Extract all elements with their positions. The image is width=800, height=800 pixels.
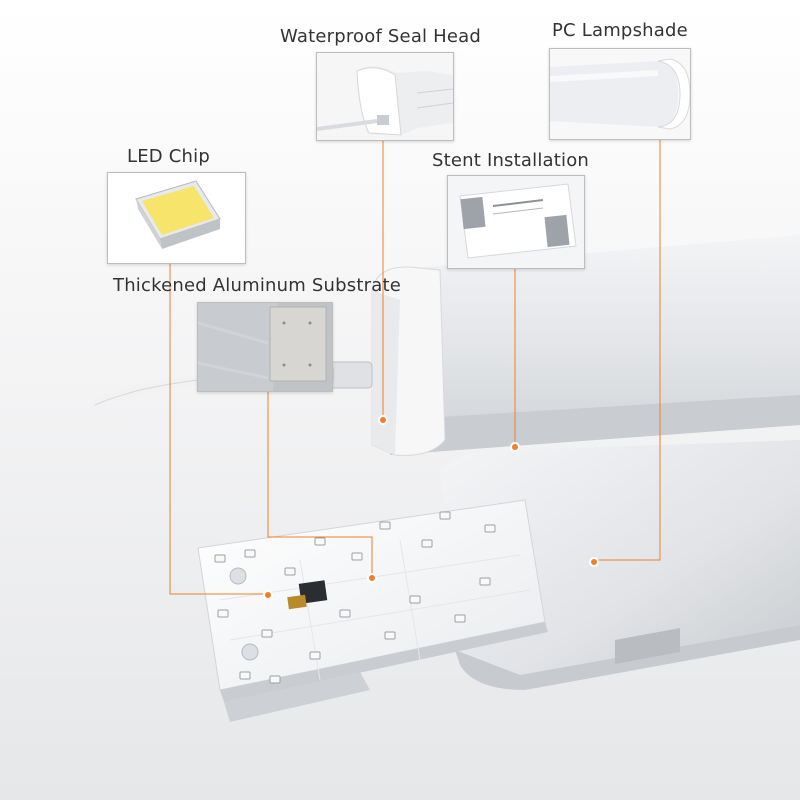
inset-pc-lampshade bbox=[549, 48, 691, 140]
callout-dot-stent bbox=[510, 442, 520, 452]
label-pc-lampshade: PC Lampshade bbox=[552, 20, 688, 41]
inset-waterproof-seal-head bbox=[316, 52, 454, 141]
inset-led-chip bbox=[107, 172, 246, 264]
callout-dot-led-chip bbox=[263, 590, 273, 600]
callout-dot-substrate bbox=[367, 573, 377, 583]
inset-stent-installation bbox=[447, 175, 585, 269]
inset-aluminum-substrate bbox=[197, 302, 333, 392]
callout-dot-lampshade bbox=[589, 557, 599, 567]
label-stent-installation: Stent Installation bbox=[432, 150, 590, 171]
label-thickened-aluminum-substrate: Thickened Aluminum Substrate bbox=[113, 275, 401, 296]
label-waterproof-seal-head: Waterproof Seal Head bbox=[280, 26, 482, 47]
callout-dot-seal-head bbox=[378, 415, 388, 425]
label-led-chip: LED Chip bbox=[127, 146, 210, 167]
